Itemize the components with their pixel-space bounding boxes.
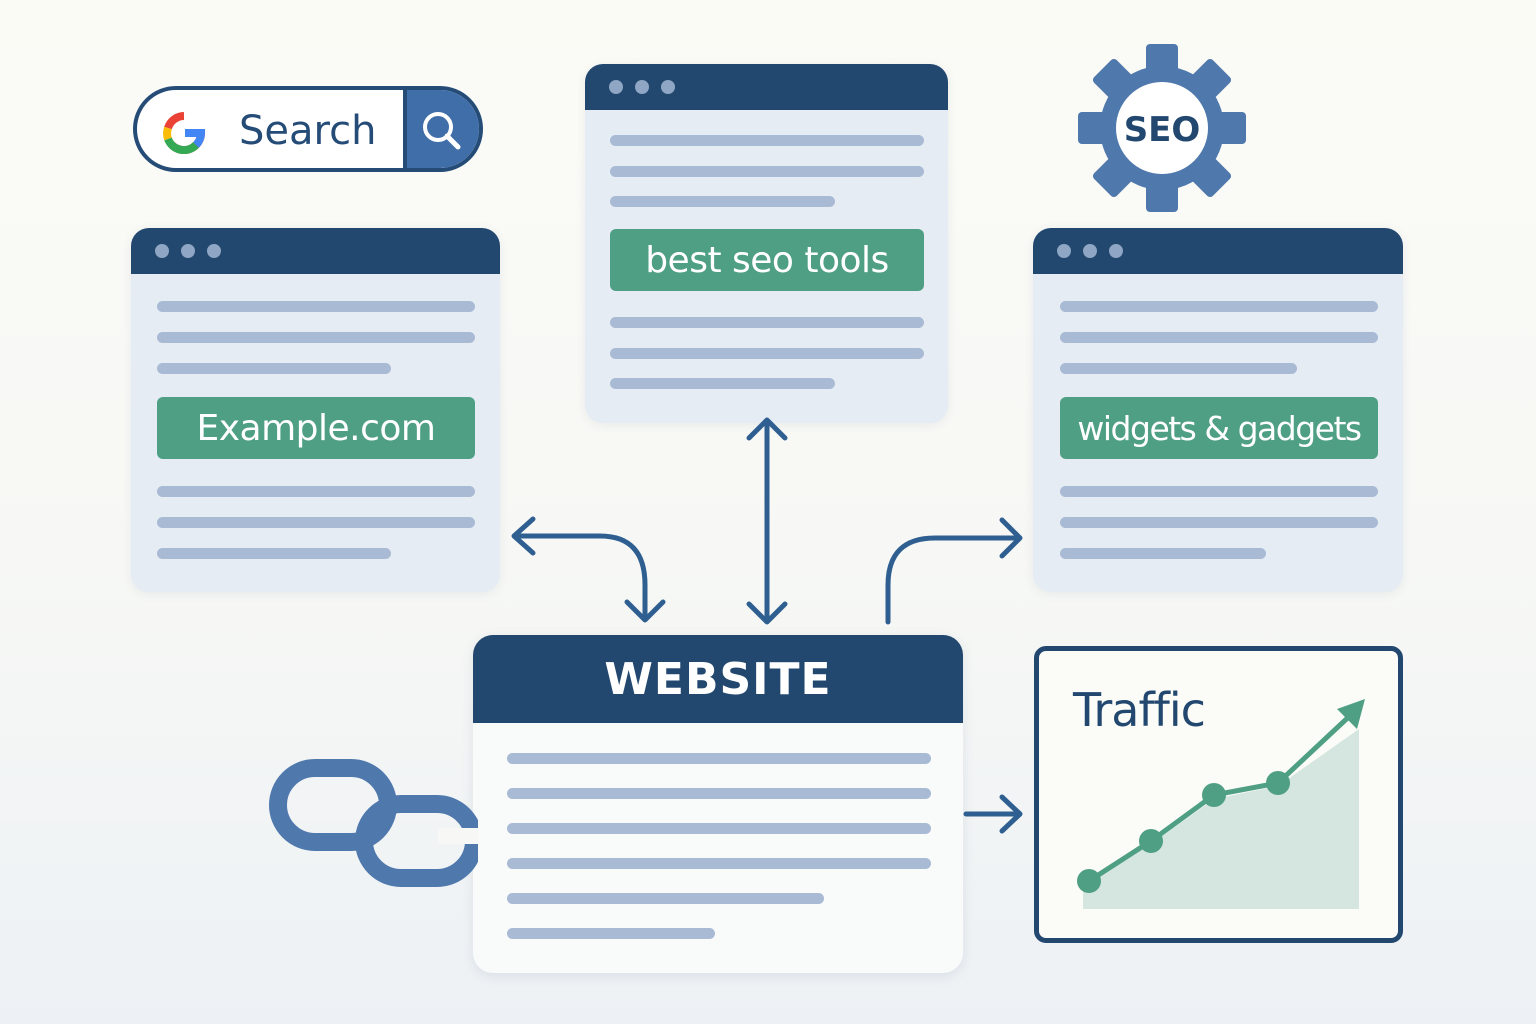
result-page-center: best seo tools (585, 64, 948, 423)
window-titlebar (131, 228, 500, 274)
window-dot (635, 80, 649, 94)
trend-point (1077, 869, 1101, 893)
arrow-icon (963, 794, 1023, 834)
window-titlebar (1033, 228, 1403, 274)
traffic-trend-chart (1077, 699, 1365, 909)
google-g-icon (163, 112, 206, 155)
text-line (507, 858, 931, 869)
text-line (507, 788, 931, 799)
text-line (507, 753, 931, 764)
search-bar[interactable]: Search (133, 86, 483, 172)
text-line (610, 378, 835, 389)
trend-arrow-icon (1337, 699, 1365, 729)
window-titlebar (585, 64, 948, 110)
window-dot (1057, 244, 1071, 258)
window-dot (609, 80, 623, 94)
seo-gear-icon: SEO (1078, 44, 1246, 212)
text-line (507, 928, 715, 939)
result-page-right: widgets & gadgets (1033, 228, 1403, 592)
text-line (157, 548, 391, 559)
arrow-icon (511, 516, 666, 623)
text-line (507, 893, 824, 904)
search-button[interactable] (403, 90, 479, 168)
text-line (1060, 486, 1378, 497)
search-label: Search (239, 108, 377, 154)
text-line (1060, 548, 1266, 559)
text-line (610, 196, 835, 207)
window-dot (1109, 244, 1123, 258)
chain-link-icon (269, 759, 478, 887)
text-line (157, 301, 475, 312)
arrow-icon (746, 417, 788, 625)
traffic-panel: Traffic (1034, 646, 1403, 943)
window-dot (661, 80, 675, 94)
window-dot (207, 244, 221, 258)
text-line (157, 517, 475, 528)
keyword-highlight: widgets & gadgets (1060, 397, 1378, 459)
result-page-left: Example.com (131, 228, 500, 592)
text-line (157, 363, 391, 374)
text-line (507, 823, 931, 834)
text-line (610, 348, 924, 359)
text-line (610, 166, 924, 177)
text-line (157, 486, 475, 497)
text-line (1060, 517, 1378, 528)
text-line (1060, 301, 1378, 312)
text-line (1060, 363, 1297, 374)
seo-label: SEO (1124, 110, 1201, 150)
traffic-title: Traffic (1073, 683, 1206, 737)
arrow-icon (885, 517, 1023, 625)
text-line (610, 135, 924, 146)
text-line (157, 332, 475, 343)
search-magnifier-icon (423, 112, 461, 150)
text-line (1060, 332, 1378, 343)
keyword-highlight: Example.com (157, 397, 475, 459)
window-dot (155, 244, 169, 258)
website-title: WEBSITE (473, 635, 963, 723)
text-line (610, 317, 924, 328)
trend-point (1266, 771, 1290, 795)
website-window: WEBSITE (473, 635, 963, 973)
keyword-highlight: best seo tools (610, 229, 924, 291)
trend-point (1139, 829, 1163, 853)
window-dot (1083, 244, 1097, 258)
window-dot (181, 244, 195, 258)
trend-point (1202, 783, 1226, 807)
trend-area (1083, 729, 1359, 909)
